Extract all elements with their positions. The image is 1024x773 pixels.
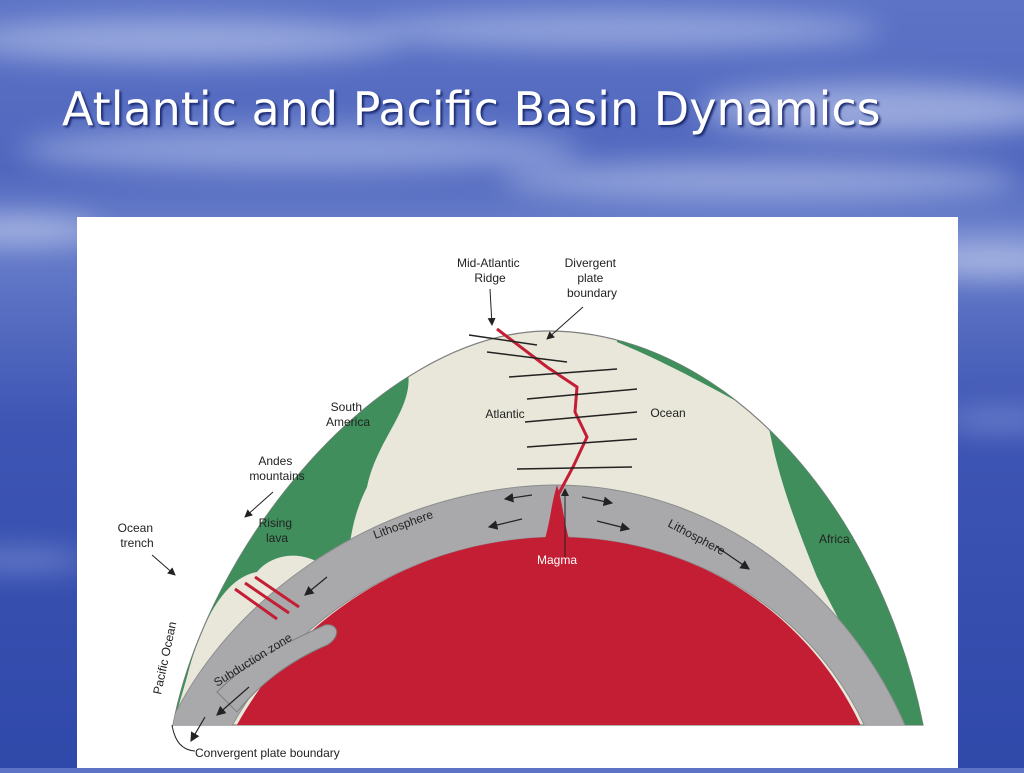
ocean-trench-label: Ocean trench — [118, 521, 157, 550]
ocean-trench-label-line2: trench — [120, 536, 153, 550]
slide-title: Atlantic and Pacific Basin Dynamics — [62, 82, 881, 136]
subduction-slab — [216, 624, 337, 713]
ocean-label: Ocean — [650, 406, 685, 420]
plate-tectonics-diagram: Mid-Atlantic Ridge Divergent plate bound… — [77, 217, 958, 768]
africa-continent — [617, 331, 923, 725]
atlantic-label: Atlantic — [485, 407, 524, 421]
south-america-label-line2: America — [326, 415, 370, 429]
magma-core — [217, 537, 877, 725]
divergent-boundary-label-line3: boundary — [567, 286, 617, 300]
convergent-boundary-label: Convergent plate boundary — [195, 746, 340, 760]
flow-arrows — [190, 493, 750, 743]
rising-lava-label-line2: lava — [266, 531, 288, 545]
divergent-boundary-label-line1: Divergent — [565, 256, 617, 270]
andes-label-line2: mountains — [249, 469, 304, 483]
andes-label: Andes mountains — [249, 454, 304, 483]
mid-atlantic-ridge-line — [496, 327, 589, 498]
africa-label: Africa — [819, 532, 850, 546]
mid-atlantic-ridge-label-line1: Mid-Atlantic — [457, 256, 520, 270]
mid-atlantic-ridge-label-line2: Ridge — [474, 271, 506, 285]
south-america-label: South America — [326, 400, 370, 429]
magma-plume — [545, 485, 569, 539]
south-america-label-line1: South — [331, 400, 362, 414]
divergent-boundary-label: Divergent plate boundary — [565, 256, 620, 300]
ridge-fault-lines — [468, 334, 638, 470]
mid-atlantic-ridge-label: Mid-Atlantic Ridge — [457, 256, 523, 285]
rising-lava-lines — [234, 575, 300, 621]
rising-lava-label-line1: Rising — [259, 516, 292, 530]
leader-lines — [151, 288, 584, 752]
ocean-trench-label-line1: Ocean — [118, 521, 153, 535]
pacific-ocean-label: Pacific Ocean — [150, 620, 179, 695]
rising-lava-label: Rising lava — [259, 516, 296, 545]
magma-label: Magma — [537, 553, 577, 567]
lithosphere-band — [173, 484, 918, 725]
andes-label-line1: Andes — [258, 454, 292, 468]
divergent-boundary-label-line2: plate — [577, 271, 603, 285]
